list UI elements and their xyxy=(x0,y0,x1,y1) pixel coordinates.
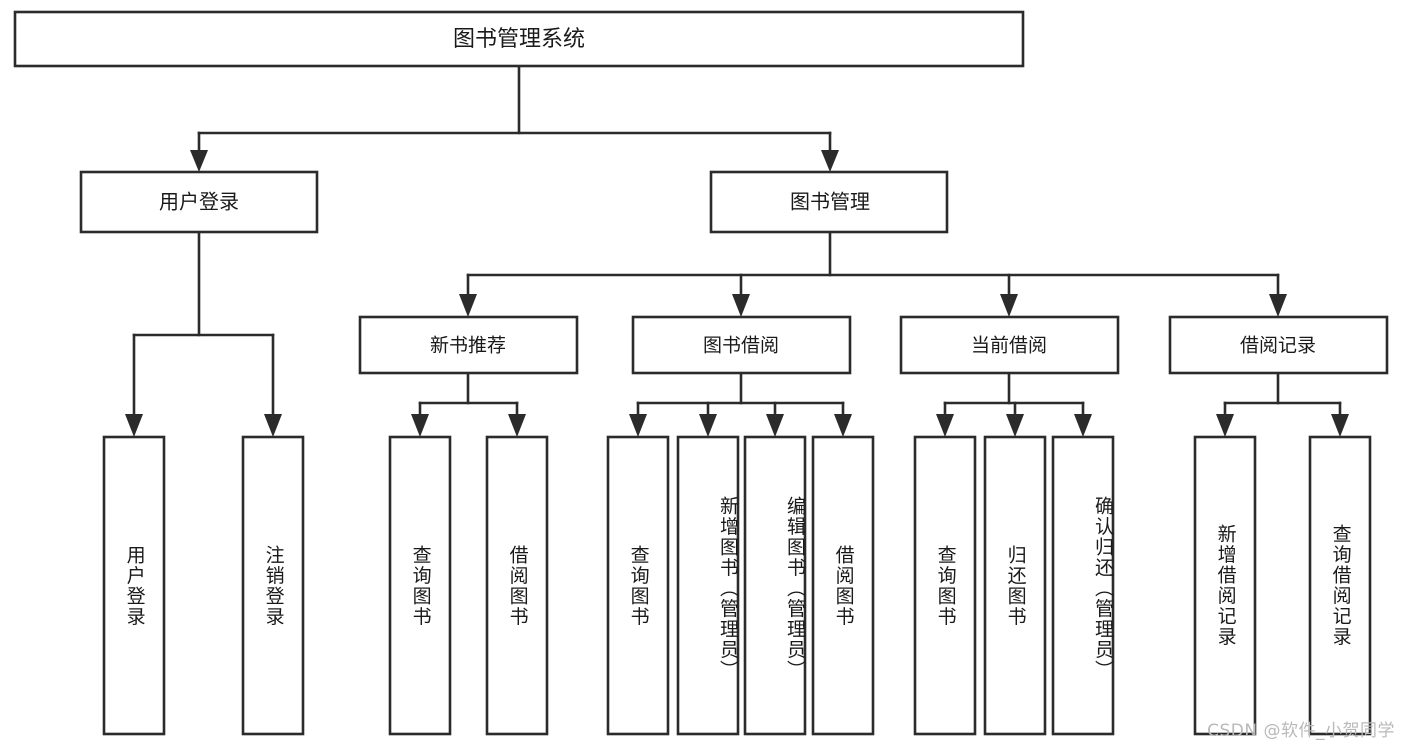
arrow-head-icon xyxy=(821,150,839,172)
connector-bookmanage-to-level3 xyxy=(459,230,1287,317)
arrow-head-icon xyxy=(732,294,750,317)
arrow-head-icon xyxy=(936,414,954,437)
connector-userlogin-to-leaves xyxy=(125,230,282,437)
node-leaf-logout-login-box[interactable] xyxy=(241,435,305,736)
node-leaf-edit-book-admin-box[interactable] xyxy=(743,435,807,736)
node-root[interactable]: 图书管理系统 xyxy=(13,10,1025,68)
arrow-head-icon xyxy=(834,414,852,437)
node-book-borrow-label: 图书借阅 xyxy=(703,335,779,357)
node-current-borrow-label: 当前借阅 xyxy=(971,335,1047,357)
node-leaf-add-borrow-record-box[interactable] xyxy=(1193,435,1257,736)
node-borrow-record-label: 借阅记录 xyxy=(1240,335,1316,357)
connector-newbook-to-leaves xyxy=(411,371,526,437)
node-book-manage[interactable]: 图书管理 xyxy=(709,170,949,234)
arrow-head-icon xyxy=(629,414,647,437)
arrow-head-icon xyxy=(1216,414,1234,437)
node-book-manage-label: 图书管理 xyxy=(790,190,870,214)
node-user-login-label: 用户登录 xyxy=(159,190,239,214)
connector-currentborrow-to-leaves xyxy=(936,371,1092,437)
arrow-head-icon xyxy=(125,414,143,437)
node-leaf-query-book-rec-box[interactable] xyxy=(388,435,452,736)
leaf-boxes xyxy=(102,435,1372,736)
node-current-borrow[interactable]: 当前借阅 xyxy=(899,315,1120,375)
arrow-head-icon xyxy=(1000,294,1018,317)
connector-bookborrow-to-leaves xyxy=(629,371,852,437)
node-borrow-record-box[interactable] xyxy=(1168,315,1389,375)
node-leaf-query-book-borrow-box[interactable] xyxy=(606,435,670,736)
node-leaf-borrow-book-box[interactable] xyxy=(811,435,875,736)
node-book-borrow[interactable]: 图书借阅 xyxy=(631,315,852,375)
node-leaf-return-book-box[interactable] xyxy=(983,435,1047,736)
node-current-borrow-box[interactable] xyxy=(899,315,1120,375)
node-borrow-record[interactable]: 借阅记录 xyxy=(1168,315,1389,375)
arrow-head-icon xyxy=(1269,294,1287,317)
node-leaf-query-borrow-record-box[interactable] xyxy=(1308,435,1372,736)
node-book-borrow-box[interactable] xyxy=(631,315,852,375)
connector-root-to-level2 xyxy=(190,64,839,172)
node-root-label: 图书管理系统 xyxy=(453,27,585,52)
node-book-manage-box[interactable] xyxy=(709,170,949,234)
node-user-login-box[interactable] xyxy=(79,170,319,234)
node-leaf-query-book-current-box[interactable] xyxy=(913,435,977,736)
connector-borrowrecord-to-leaves xyxy=(1216,371,1349,437)
arrow-head-icon xyxy=(699,414,717,437)
node-leaf-borrow-book-rec-box[interactable] xyxy=(485,435,549,736)
arrow-head-icon xyxy=(459,294,477,317)
node-new-book-recommend-box[interactable] xyxy=(358,315,579,375)
arrow-head-icon xyxy=(1331,414,1349,437)
arrow-head-icon xyxy=(1074,414,1092,437)
node-leaf-confirm-return-admin-box[interactable] xyxy=(1051,435,1115,736)
arrow-head-icon xyxy=(190,150,208,172)
arrow-head-icon xyxy=(1006,414,1024,437)
node-new-book-recommend[interactable]: 新书推荐 xyxy=(358,315,579,375)
arrow-head-icon xyxy=(411,414,429,437)
csdn-watermark: CSDN @软件_小贺同学 xyxy=(1207,721,1395,741)
arrow-head-icon xyxy=(766,414,784,437)
node-new-book-recommend-label: 新书推荐 xyxy=(430,335,506,357)
node-leaf-add-book-admin-box[interactable] xyxy=(676,435,740,736)
node-user-login[interactable]: 用户登录 xyxy=(79,170,319,234)
node-root-box[interactable] xyxy=(13,10,1025,68)
arrow-head-icon xyxy=(508,414,526,437)
node-leaf-user-login-box[interactable] xyxy=(102,435,166,736)
arrow-head-icon xyxy=(264,414,282,437)
